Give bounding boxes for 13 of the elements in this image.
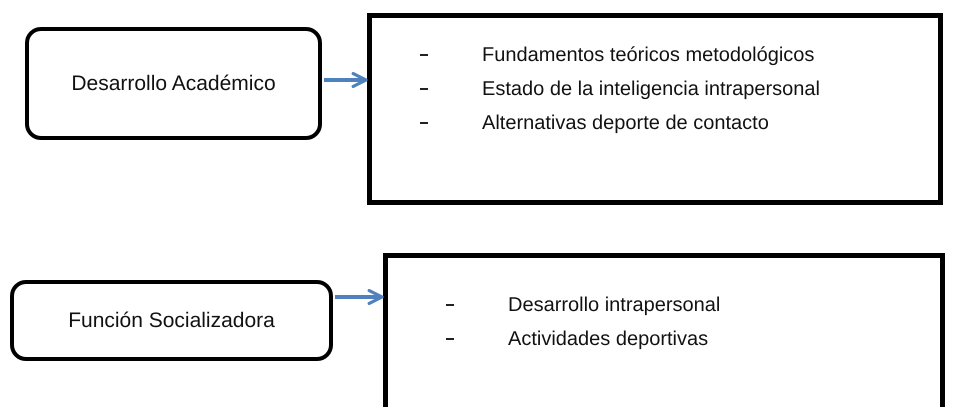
box-label: Desarrollo Académico	[71, 70, 276, 96]
rounded-box	[10, 280, 333, 361]
list-item: Desarrollo intrapersonal	[508, 294, 720, 316]
box-label: Función Socializadora	[68, 308, 275, 334]
arrow	[335, 289, 384, 305]
list-item: Alternativas deporte de contacto	[482, 112, 769, 134]
list-box	[383, 253, 945, 407]
list-item: Estado de la inteligencia intrapersonal	[482, 78, 820, 100]
rounded-box	[25, 27, 322, 140]
list-item: Fundamentos teóricos metodológicos	[482, 44, 814, 66]
list-item: Actividades deportivas	[508, 328, 708, 350]
arrow	[324, 72, 368, 88]
list-box	[367, 13, 943, 205]
